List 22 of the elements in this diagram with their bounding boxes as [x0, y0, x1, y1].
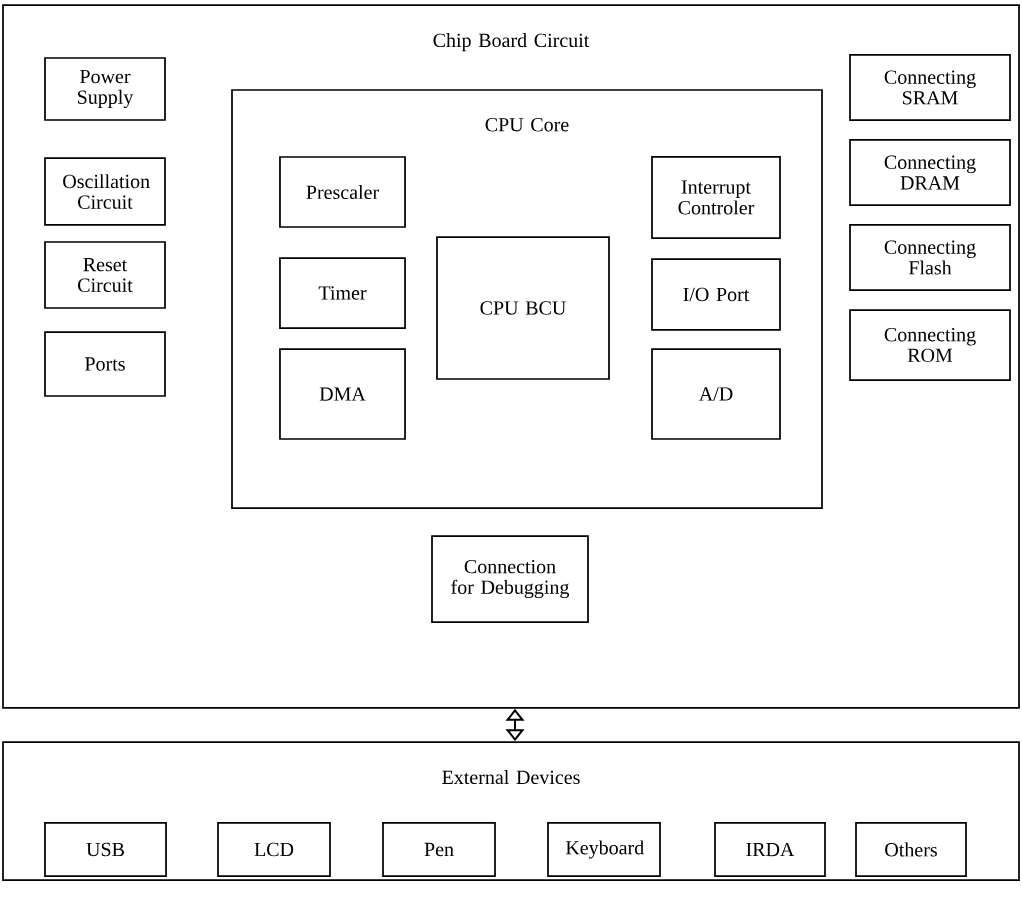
block-box: Prescaler [279, 156, 406, 228]
block-box: LCD [217, 822, 331, 877]
block-box: Connecting Flash [849, 224, 1011, 291]
block-box: USB [44, 822, 167, 877]
block-box: Connecting SRAM [849, 54, 1011, 121]
block-box: Reset Circuit [44, 241, 166, 309]
block-box: CPU BCU [436, 236, 610, 380]
block-box: Connecting ROM [849, 309, 1011, 381]
block-box: Connection for Debugging [431, 535, 589, 623]
block-box: Keyboard [547, 822, 661, 877]
block-box: Pen [382, 822, 496, 877]
block-box: Ports [44, 331, 166, 397]
block-box: Others [855, 822, 967, 877]
block-box: Oscillation Circuit [44, 157, 166, 226]
block-box: DMA [279, 348, 406, 440]
block-box: Interrupt Controler [651, 156, 781, 239]
block-box: Power Supply [44, 57, 166, 121]
block-box: Timer [279, 257, 406, 329]
block-box: IRDA [714, 822, 826, 877]
block-box: A/D [651, 348, 781, 440]
block-box: I/O Port [651, 258, 781, 331]
block-box: Connecting DRAM [849, 139, 1011, 206]
